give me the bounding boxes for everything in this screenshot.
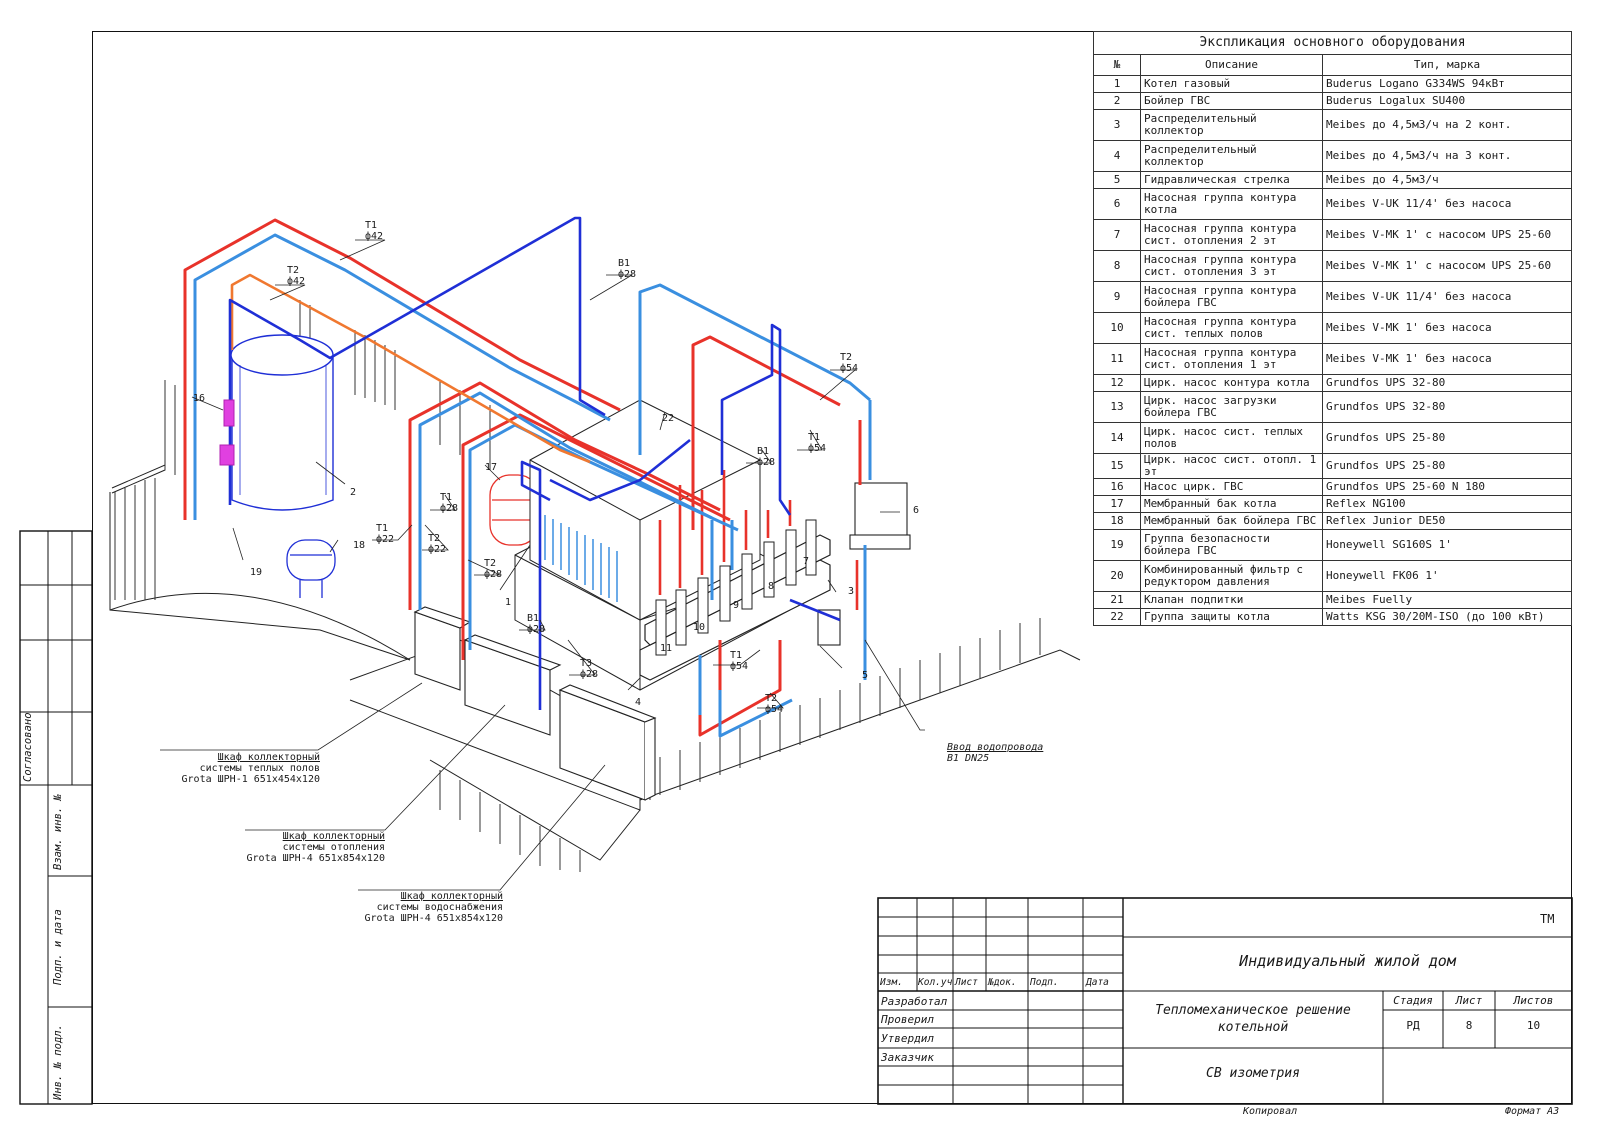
floor-outline [109, 492, 411, 661]
role-developer: Разработал [881, 995, 948, 1008]
collector-cabinets [413, 606, 657, 801]
dhw-pipes [230, 273, 591, 464]
manifold [639, 534, 831, 681]
callout-2: 2 [350, 487, 357, 498]
explication-table: Экспликация основного оборудования № Опи… [1093, 31, 1572, 626]
leader-lines [160, 239, 925, 891]
role-customer: Заказчик [881, 1051, 934, 1064]
stage-value: РД [1406, 1019, 1420, 1032]
callout-16: 16 [193, 393, 206, 404]
callout-8: 8 [768, 581, 775, 592]
floor-curve [109, 592, 411, 661]
callout-18: 18 [353, 540, 366, 551]
floor-front [429, 759, 641, 861]
doc-code: ТМ [1540, 912, 1555, 926]
col-qty: Кол.уч [918, 977, 953, 988]
col-rev: Изм. [880, 977, 903, 988]
col-date: Дата [1086, 977, 1109, 988]
project-title: Индивидуальный жилой дом [1239, 952, 1456, 970]
explication-title: Экспликация основного оборудования [1093, 31, 1572, 55]
callout-7: 7 [803, 556, 810, 567]
callout-3: 3 [848, 586, 855, 597]
callout-6: 6 [913, 505, 920, 516]
sheet-header: Лист [1455, 994, 1483, 1007]
sheet-value: 8 [1465, 1019, 1473, 1032]
stage-header: Стадия [1393, 994, 1433, 1007]
supply-pipes [183, 218, 862, 737]
role-checked: Проверил [881, 1013, 934, 1026]
callout-1: 1 [505, 597, 512, 608]
expansion-tank-17 [489, 474, 539, 546]
role-approved: Утвердил [881, 1032, 934, 1045]
supply-risers [658, 470, 859, 610]
callout-5: 5 [862, 670, 869, 681]
pumps [219, 399, 235, 466]
sheet-title: СВ изометрия [1206, 1066, 1300, 1081]
pump-groups [655, 519, 817, 656]
cold-water-pipes [228, 216, 841, 710]
callout-17: 17 [485, 462, 498, 473]
callout-11: 11 [660, 643, 673, 654]
col-sheet: Лист [955, 977, 978, 988]
format-label: Формат А3 [1505, 1106, 1560, 1117]
callout-9: 9 [733, 600, 740, 611]
col-sign: Подп. [1030, 977, 1059, 988]
callout-4: 4 [635, 697, 642, 708]
copied-label: Копировал [1243, 1106, 1298, 1117]
hydraulic-separator [817, 482, 911, 646]
col-docno: №док. [988, 977, 1017, 988]
sheets-value: 10 [1526, 1019, 1541, 1032]
boiler-sections [544, 515, 618, 602]
callout-19: 19 [250, 567, 263, 578]
callout-10: 10 [693, 622, 706, 633]
sheets-header: Листов [1513, 994, 1554, 1007]
expansion-tank-18 [286, 539, 336, 598]
callout-22: 22 [662, 413, 675, 424]
